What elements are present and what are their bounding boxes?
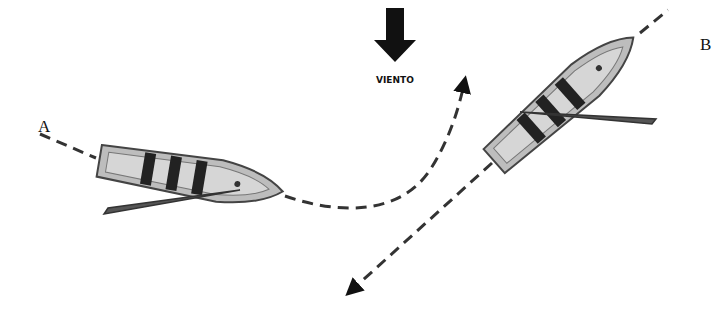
sail-boom <box>520 112 656 124</box>
boat-letter: A <box>38 118 50 135</box>
course-line <box>352 163 492 290</box>
tack-path <box>285 84 464 208</box>
course-line <box>640 10 668 33</box>
sail-boom <box>104 190 240 214</box>
boat-a <box>96 140 286 212</box>
course-line <box>40 134 96 158</box>
wind-arrow <box>374 8 416 62</box>
boat-b <box>480 22 647 177</box>
boat-letter: B <box>700 36 711 53</box>
wind-label: VIENTO <box>376 76 414 85</box>
